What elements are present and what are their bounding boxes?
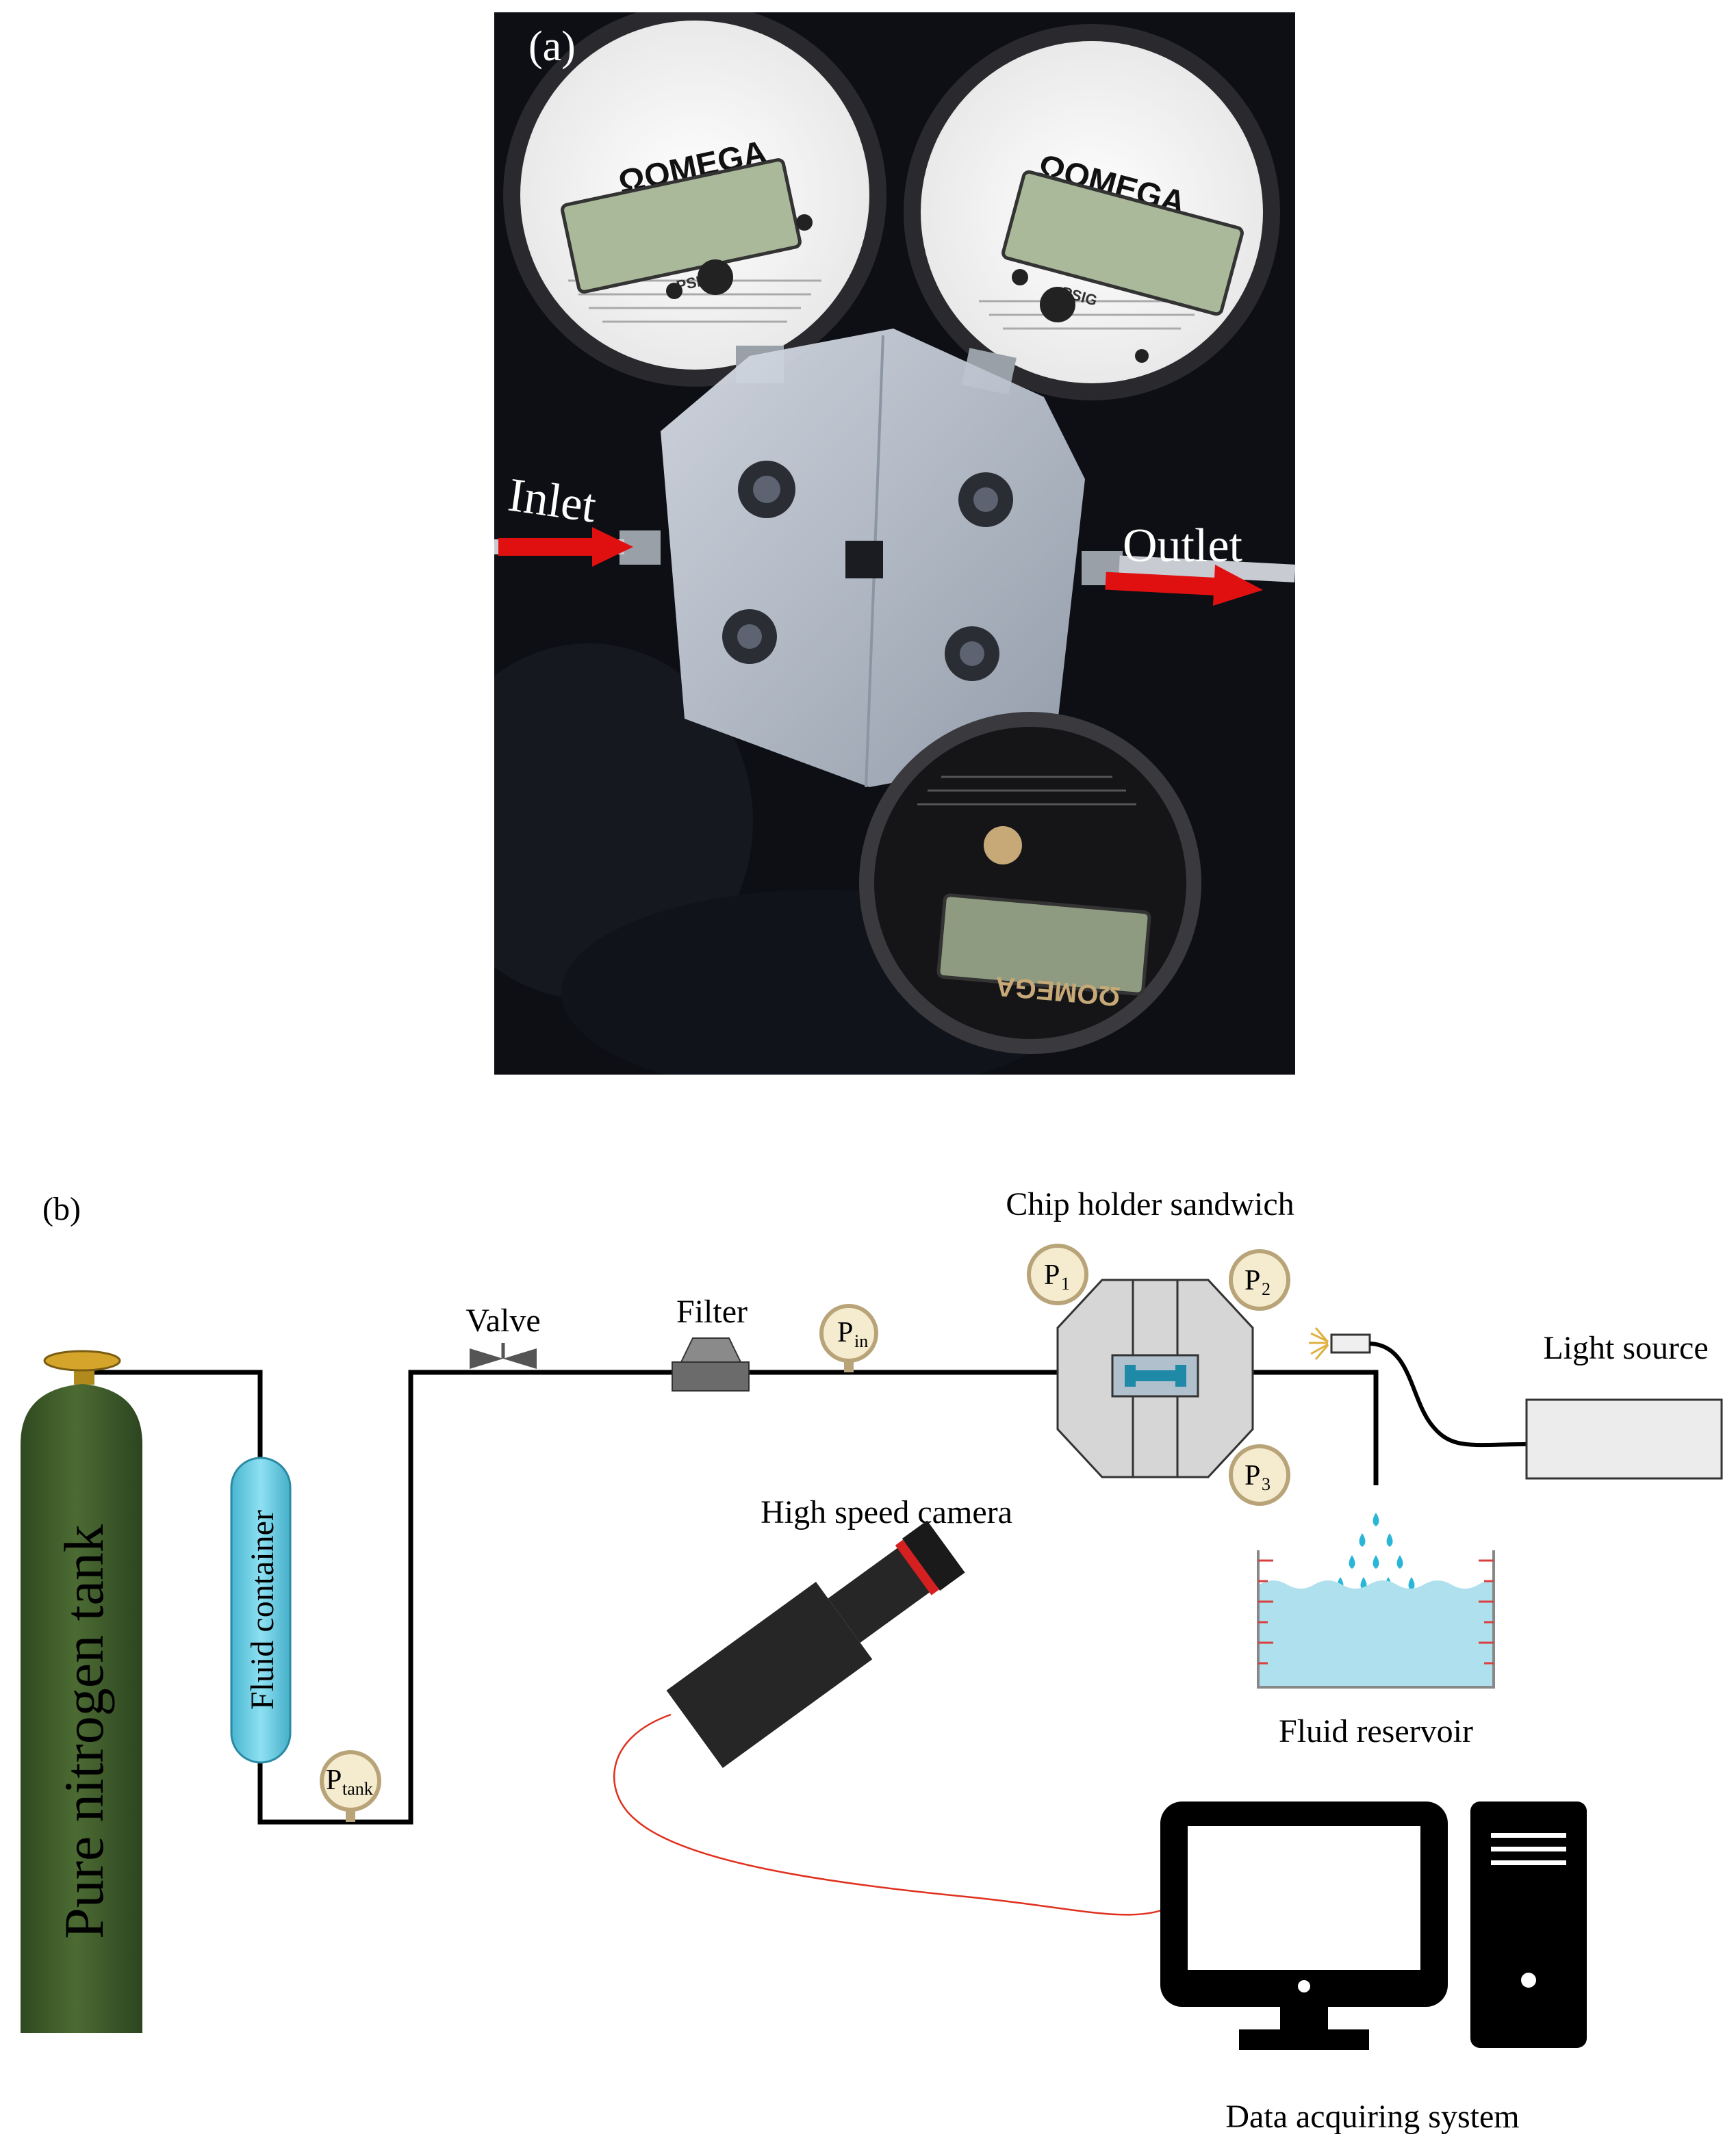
gauge-photo-button (666, 283, 682, 299)
light-rays (1309, 1327, 1329, 1360)
filter-top (680, 1337, 742, 1363)
light-fiber (1369, 1342, 1527, 1448)
gauge-photo-knob (698, 259, 733, 295)
svg-text:2: 2 (1262, 1279, 1271, 1299)
valve-body (503, 1348, 537, 1369)
chip-window-photo (845, 541, 883, 578)
photo-panel-a: ΩOMEGA PSIA ΩOMEGA PSIG (494, 12, 1295, 1075)
gauge-photo-left: ΩOMEGA PSIA (503, 12, 886, 387)
svg-text:tank: tank (342, 1779, 373, 1799)
gauge-photo-lcd (561, 158, 802, 294)
gauge-p1: P 1 (1027, 1244, 1088, 1305)
gauge-photo-right: ΩOMEGA PSIG (904, 24, 1280, 400)
monitor-stand (1239, 2029, 1369, 2050)
valve-label: Valve (465, 1303, 540, 1339)
gauge-photo-knob (1040, 287, 1075, 322)
camera-lens (828, 1541, 938, 1643)
filter-base (672, 1361, 750, 1392)
chip-holder-label: Chip holder sandwich (1006, 1186, 1294, 1222)
light-box (1525, 1398, 1723, 1480)
gauge-photo-button (1012, 269, 1028, 285)
tank-label: Pure nitrogen tank (53, 1524, 115, 1939)
gauge-p3: P 3 (1229, 1444, 1290, 1506)
svg-text:P: P (1044, 1259, 1060, 1291)
camera-lens-front (902, 1520, 965, 1591)
pc-slot (1491, 1847, 1566, 1851)
pc-slot (1491, 1860, 1566, 1865)
valve: Valve (465, 1303, 541, 1369)
outlet-arrow (1105, 565, 1263, 606)
filter-label: Filter (676, 1294, 748, 1330)
reservoir-ticks (1258, 1559, 1494, 1665)
data-acquiring-system: Data acquiring system (1160, 1802, 1587, 2135)
svg-text:in: in (854, 1331, 868, 1351)
pc-slot (1491, 1833, 1566, 1838)
reservoir-wall (1257, 1550, 1495, 1689)
gauge-photo-button (796, 214, 813, 231)
svg-text:P: P (1244, 1265, 1260, 1296)
inlet-label: Inlet (505, 469, 600, 533)
nitrogen-tank: Pure nitrogen tank (21, 1350, 142, 2033)
gauge-p-in: P in (819, 1304, 878, 1372)
tube-outlet (1119, 555, 1295, 582)
gauge-photo-knob (984, 826, 1022, 864)
chip-holder-sandwich: Chip holder sandwich (1006, 1186, 1294, 1478)
inlet-arrow (498, 527, 633, 567)
gauge-p2: P 2 (1229, 1249, 1290, 1311)
svg-text:P: P (1244, 1460, 1260, 1491)
microchip (1125, 1365, 1136, 1387)
svg-text:P: P (326, 1765, 342, 1796)
high-speed-camera: High speed camera (613, 1494, 1164, 1916)
panel-label-a: (a) (528, 23, 576, 70)
tank-valve-handle (43, 1350, 121, 1372)
container-label: Fluid container (244, 1510, 281, 1710)
gauge-p-tank: P tank (320, 1750, 381, 1822)
data-system-label: Data acquiring system (1225, 2099, 1519, 2135)
gauge-photo-lcd (1001, 170, 1244, 316)
power-dot (1298, 1980, 1310, 1992)
block-screws (722, 461, 1013, 681)
camera-label: High speed camera (761, 1494, 1012, 1530)
microchip (1125, 1370, 1186, 1381)
camera-cable (613, 1713, 1164, 1916)
valve-body (470, 1348, 503, 1369)
light-probe (1330, 1333, 1371, 1354)
piping (82, 1370, 1379, 1825)
fluid-container: Fluid container (230, 1457, 292, 1764)
camera-body (666, 1582, 873, 1768)
tank-body (21, 1384, 142, 2033)
light-source: Light source (1309, 1327, 1723, 1480)
outlet-label: Outlet (1123, 520, 1243, 572)
filter: Filter (672, 1294, 750, 1392)
pc-power-dot (1521, 1973, 1536, 1988)
gauge-photo-lcd (936, 893, 1151, 996)
gauge-photo-button (1135, 349, 1149, 363)
reservoir-water (1260, 1580, 1492, 1687)
fluid-reservoir-label: Fluid reservoir (1279, 1713, 1473, 1749)
fluid-reservoir: Fluid reservoir (1257, 1513, 1495, 1749)
light-source-label: Light source (1543, 1330, 1708, 1366)
gauge-photo-bottom: ΩOMEGA (859, 712, 1201, 1054)
pc-tower (1470, 1802, 1587, 2048)
monitor-screen (1188, 1826, 1420, 1970)
svg-text:3: 3 (1262, 1474, 1271, 1494)
svg-text:1: 1 (1061, 1274, 1070, 1294)
schematic-panel-b: (b) Pure nitrogen tank Fluid container V… (21, 1186, 1723, 2135)
container-body (230, 1457, 292, 1764)
svg-text:P: P (837, 1317, 853, 1348)
panel-label-b: (b) (42, 1191, 81, 1227)
droplets (1337, 1513, 1415, 1591)
camera-lens-ring (895, 1539, 940, 1595)
microchip (1175, 1365, 1186, 1387)
gauge-photo-lines (917, 775, 1136, 806)
